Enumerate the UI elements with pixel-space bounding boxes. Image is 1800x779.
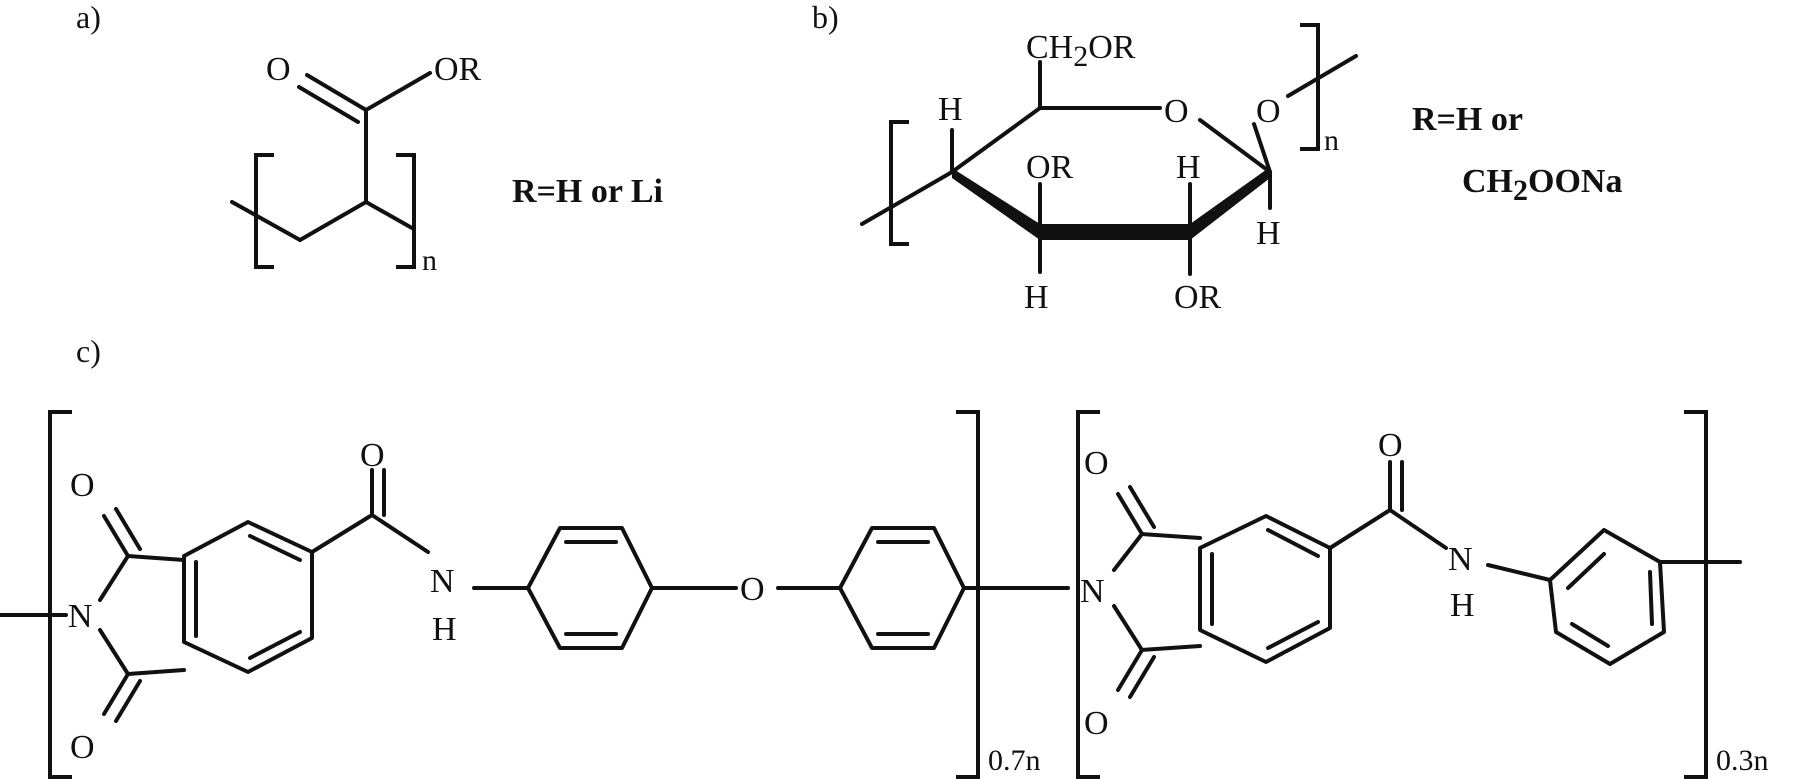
segment2-phenyl-ring [1548,528,1666,666]
segment2-imide-ring-inner-bonds [1210,528,1320,650]
segment1-imide-benzene-ring [182,520,314,674]
panel-b-CH2OR: CH2OR [1026,29,1136,73]
segment1-ether-O: O [740,571,765,608]
segment2-amide-N: N [1448,541,1473,578]
panel-b-note-line2: CH2OONa [1462,163,1622,207]
segment1-imide-O-bottom: O [70,729,95,766]
segment2-bonds [1112,460,1742,699]
segment1-imide-ring-inner-bonds [194,534,302,660]
segment1-phenyl-ring-2 [838,526,966,650]
panel-a-carbonyl-O: O [266,51,291,88]
segment1-imide-O-top: O [70,467,95,504]
panel-label-a: a) [76,0,101,35]
panel-a-right-bracket [396,153,416,269]
panel-a-left-bracket [254,153,274,269]
segment1-left-bracket [48,410,72,779]
panel-b-bold-wedge-right [1190,167,1270,240]
segment2-imide-N: N [1080,573,1105,610]
segment1-amide-H: H [432,611,457,648]
panel-a-OR: OR [434,51,482,88]
panel-c: c) [0,333,1769,779]
panel-a-bonds [230,71,432,242]
segment2-phenyl-ring-inner-bonds [1566,552,1654,648]
segment2-imide-O-top: O [1084,445,1109,482]
segment1-imide-N: N [68,598,93,635]
segment2-imide-O-bottom: O [1084,705,1109,742]
segment2-left-bracket [1076,410,1100,779]
panel-b-OR-c2: OR [1174,279,1222,316]
panel-b-OR-c3: OR [1026,149,1074,186]
segment2-subscript: 0.3n [1716,744,1769,777]
panel-label-c: c) [76,333,101,369]
segment1-phenyl-ring-1 [526,526,654,650]
panel-label-b: b) [812,0,839,35]
panel-b-H-c1: H [1256,215,1281,252]
segment1-subscript: 0.7n [988,744,1041,777]
panel-b: b) CH2OR O O H [812,0,1622,316]
panel-b-note-line1: R=H or [1412,101,1523,138]
panel-b-bonds [860,54,1358,276]
panel-b-glycosidic-O: O [1256,93,1281,130]
panel-a-subscript-n: n [422,244,437,277]
segment1-phenyl-ring-2-inner-bonds [876,540,930,636]
segment2-right-bracket [1684,410,1708,779]
panel-b-H-c2: H [1176,149,1201,186]
panel-b-H-c3: H [1024,279,1049,316]
panel-b-ring-O: O [1164,93,1189,130]
segment2-amide-O: O [1378,427,1403,464]
segment2-amide-H: H [1450,587,1475,624]
segment1-phenyl-ring-1-inner-bonds [564,540,618,636]
panel-b-H-c4: H [938,91,963,128]
panel-b-left-bracket [889,120,909,246]
panel-b-bold-edge [1040,224,1190,240]
panel-a: a) O OR n R=H or Li [76,0,663,277]
segment1-amide-O: O [360,437,385,474]
panel-b-right-bracket [1300,23,1320,151]
segment1-right-bracket [956,410,980,779]
panel-b-bold-wedge-left [952,168,1040,240]
segment1-amide-N: N [430,563,455,600]
segment1-bonds [0,468,1070,723]
panel-b-subscript-n: n [1324,124,1339,157]
panel-a-note: R=H or Li [512,173,663,210]
segment2-imide-benzene-ring [1198,514,1332,664]
